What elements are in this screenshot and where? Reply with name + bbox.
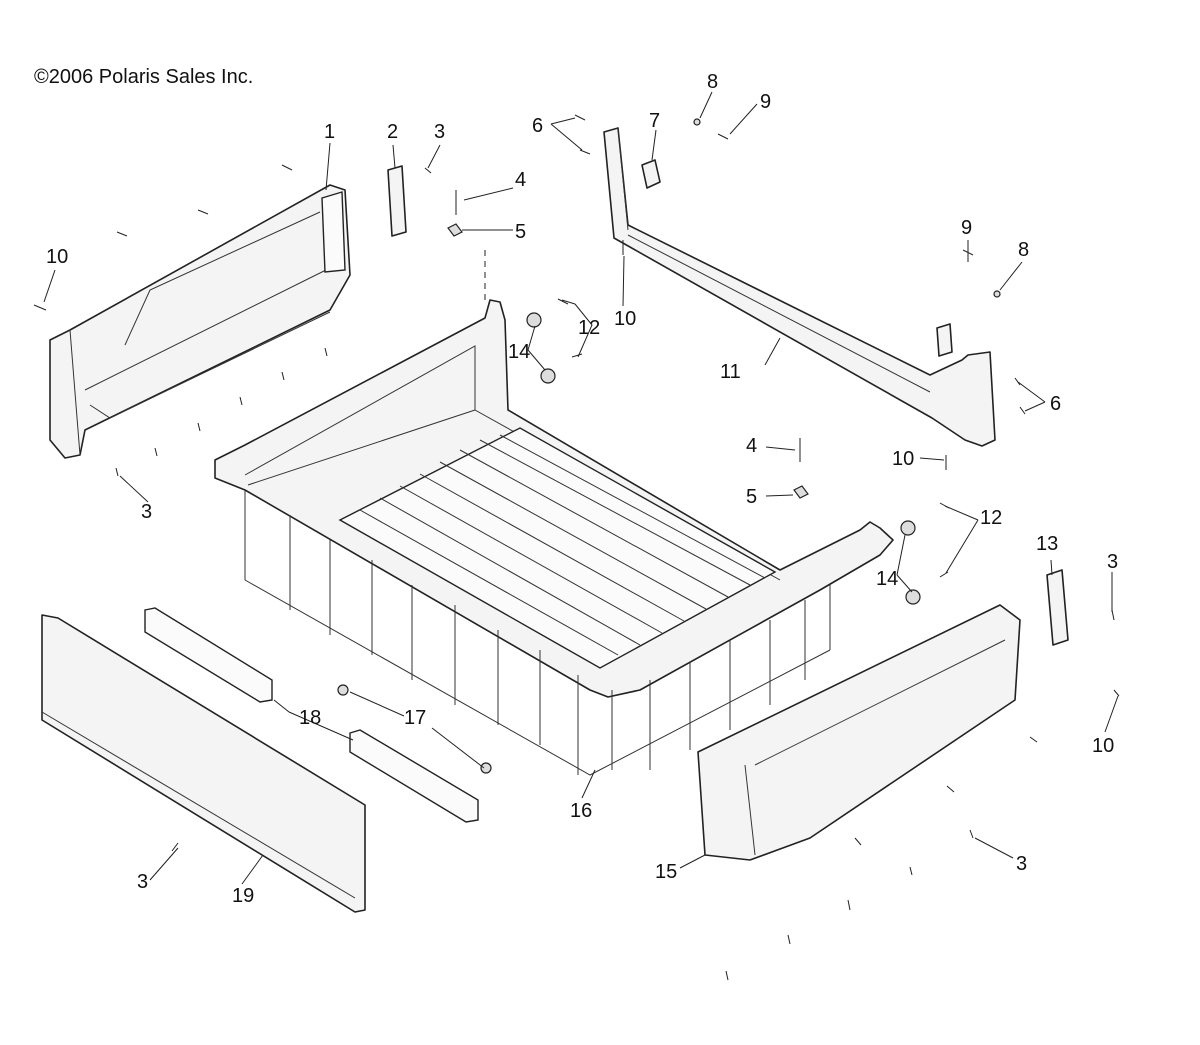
callout-5: 5	[746, 486, 757, 508]
callout-5: 5	[515, 221, 526, 243]
grommet-icon	[540, 368, 556, 384]
callout-2: 2	[387, 121, 398, 143]
left-side-panel	[49, 184, 351, 459]
left-end-cap	[387, 165, 407, 237]
clip-icon	[447, 223, 463, 237]
tailgate-strip-lower	[349, 729, 479, 823]
copyright-notice: ©2006 Polaris Sales Inc.	[34, 66, 254, 88]
callout-6: 6	[532, 115, 543, 137]
callout-8: 8	[1018, 239, 1029, 261]
callout-4: 4	[746, 435, 757, 457]
callout-13: 13	[1036, 533, 1058, 555]
cargo-box	[214, 299, 894, 776]
callout-12: 12	[980, 507, 1002, 529]
callout-3: 3	[137, 871, 148, 893]
callout-3: 3	[434, 121, 445, 143]
callout-8: 8	[707, 71, 718, 93]
leader-lines	[43, 91, 1119, 885]
rear-rail-bracket	[936, 323, 953, 357]
callout-14: 14	[876, 568, 898, 590]
callout-3: 3	[1016, 853, 1027, 875]
callout-10: 10	[1092, 735, 1114, 757]
callout-10: 10	[892, 448, 914, 470]
callout-10: 10	[614, 308, 636, 330]
callout-18: 18	[299, 707, 321, 729]
callout-14: 14	[508, 341, 530, 363]
callout-12: 12	[578, 317, 600, 339]
callout-17: 17	[404, 707, 426, 729]
callout-9: 9	[760, 91, 771, 113]
callout-3: 3	[1107, 551, 1118, 573]
callout-6: 6	[1050, 393, 1061, 415]
callout-15: 15	[655, 861, 677, 883]
grommet-icon	[480, 762, 492, 774]
clip-icon	[793, 485, 809, 499]
grommet-icon	[337, 684, 349, 696]
callout-16: 16	[570, 800, 592, 822]
tailgate-strip-upper	[144, 607, 273, 703]
rear-rail	[603, 127, 996, 447]
callout-labels: 1 2 3 3 3 3 3 4 4 5 5 6 6 7 8 8 9 9 10 1…	[46, 71, 1118, 907]
callout-1: 1	[324, 121, 335, 143]
callout-9: 9	[961, 217, 972, 239]
tailgate	[41, 614, 366, 913]
nut-icon	[693, 118, 701, 126]
grommet-icon	[900, 520, 916, 536]
callout-19: 19	[232, 885, 254, 907]
callout-4: 4	[515, 169, 526, 191]
callout-10: 10	[46, 246, 68, 268]
right-side-panel	[697, 604, 1021, 861]
grommet-icon	[526, 312, 542, 328]
nut-icon	[993, 290, 1001, 298]
corner-bracket	[641, 159, 661, 189]
grommet-icon	[905, 589, 921, 605]
right-end-cap	[1046, 569, 1069, 646]
callout-11: 11	[720, 361, 741, 383]
callout-7: 7	[649, 110, 660, 132]
hardware	[33, 114, 1120, 981]
callout-3: 3	[141, 501, 152, 523]
